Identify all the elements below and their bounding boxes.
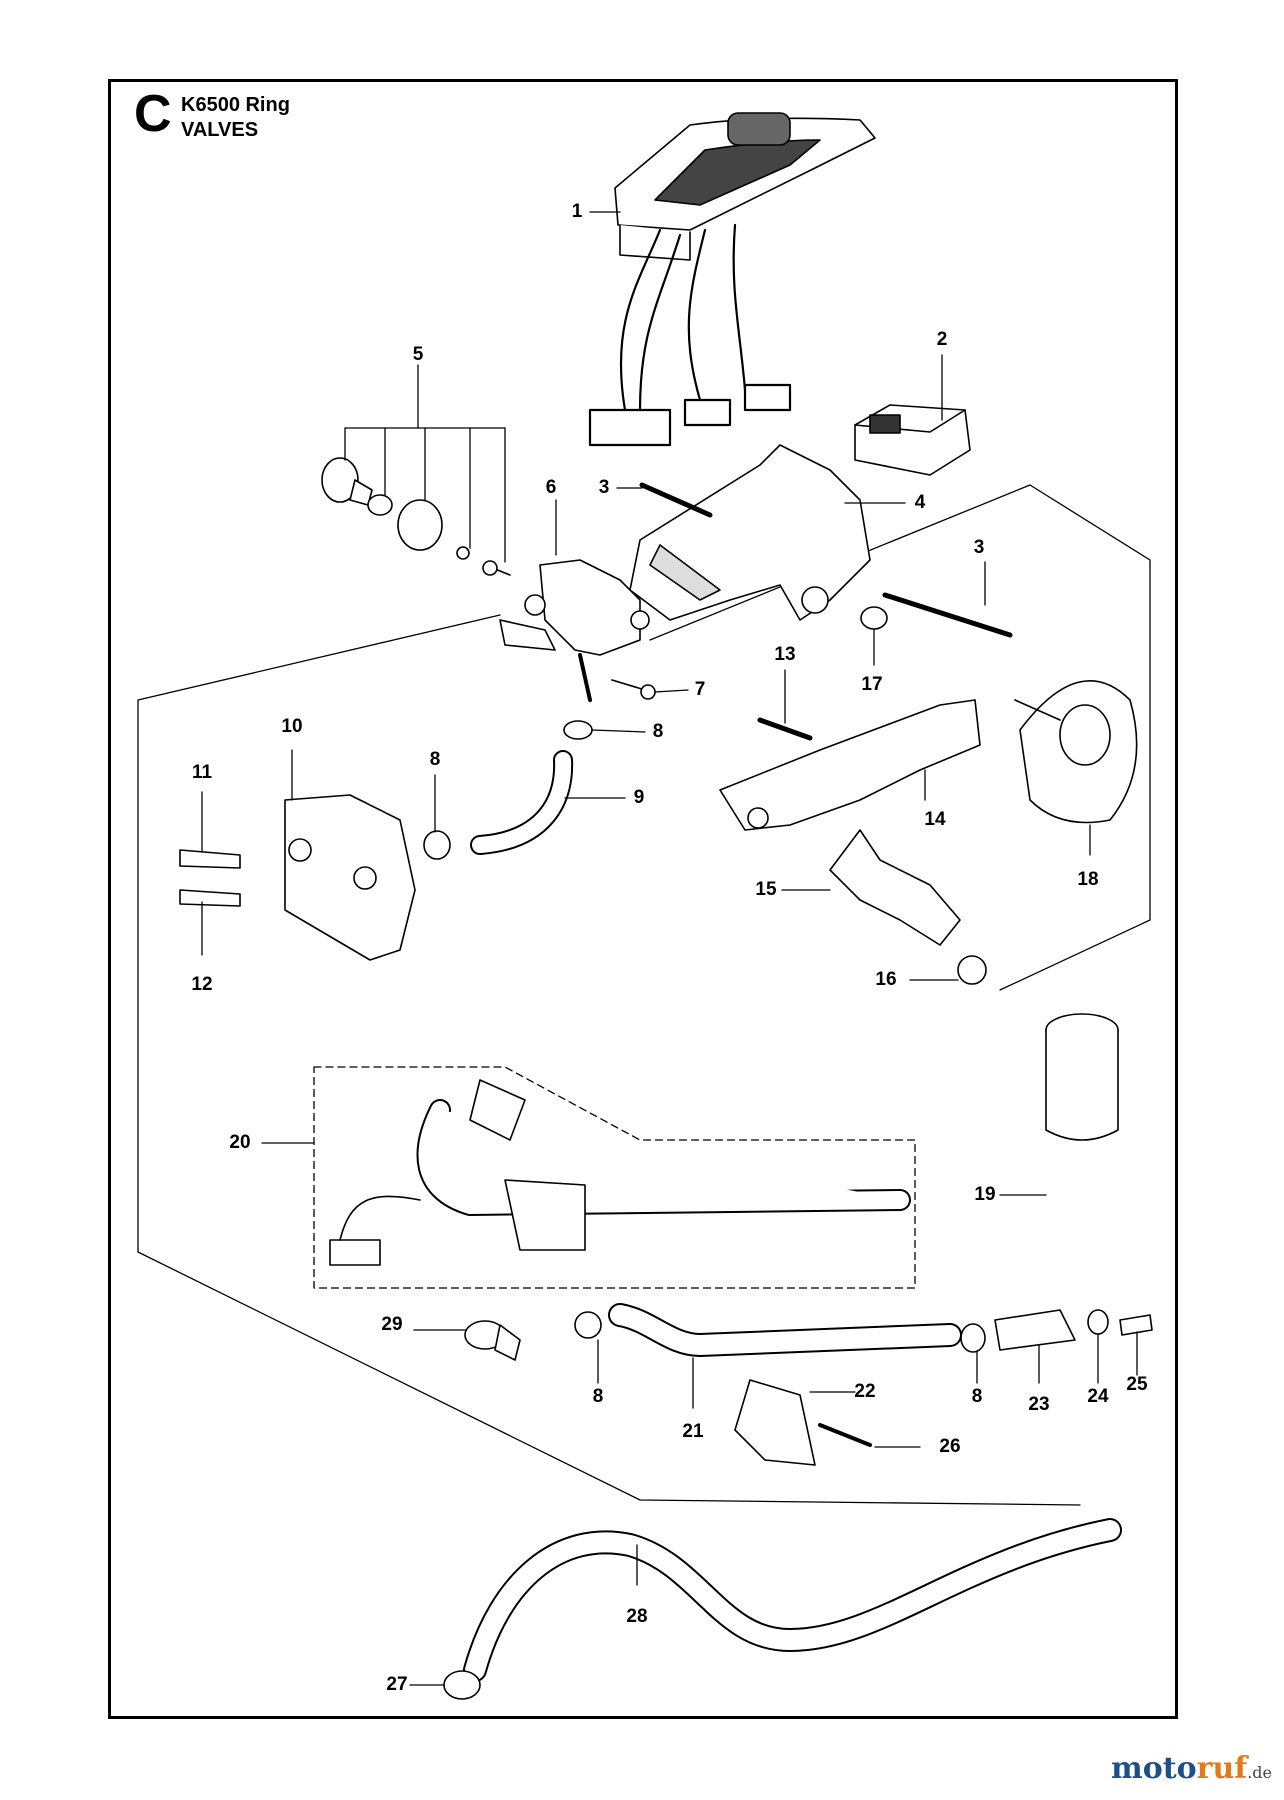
part-label-23: 23 — [1028, 1394, 1050, 1415]
part-label-3b: 3 — [973, 537, 985, 558]
section-letter: C — [134, 85, 172, 143]
valve-body-part — [499, 559, 650, 702]
watermark-logo: motoruf.de — [1111, 1751, 1272, 1786]
group-title: VALVES — [181, 119, 259, 141]
group-outline-lines — [137, 484, 1151, 1506]
spring-part-16 — [957, 955, 987, 985]
part-label-8b: 8 — [429, 749, 441, 770]
part-label-14: 14 — [924, 809, 946, 830]
valve-parts-5 — [321, 457, 511, 576]
part-label-1: 1 — [571, 201, 583, 222]
pin-part-3a — [639, 482, 713, 518]
part-label-27: 27 — [386, 1674, 408, 1695]
tube-assembly-part-20 — [329, 1079, 911, 1266]
part-label-24: 24 — [1087, 1386, 1109, 1407]
part-label-12: 12 — [191, 974, 213, 995]
watermark-main: moto — [1111, 1751, 1197, 1786]
trigger-part-15 — [829, 829, 961, 946]
screw-part-25 — [1119, 1314, 1153, 1336]
part-label-22: 22 — [854, 1381, 876, 1402]
part-label-6: 6 — [545, 477, 557, 498]
part-label-11: 11 — [191, 762, 213, 783]
part-label-8a: 8 — [652, 721, 664, 742]
part-label-21: 21 — [682, 1421, 704, 1442]
part-label-25: 25 — [1126, 1374, 1148, 1395]
clamp-part-29 — [464, 1320, 521, 1361]
part-label-29: 29 — [381, 1314, 403, 1335]
screw-part-7 — [611, 679, 656, 700]
part-label-17: 17 — [861, 674, 883, 695]
part-label-16: 16 — [875, 969, 897, 990]
part-label-7: 7 — [694, 679, 706, 700]
leader-lines — [344, 364, 506, 563]
part-label-26: 26 — [939, 1436, 961, 1457]
part-label-3a: 3 — [598, 477, 610, 498]
watermark-accent: ruf — [1196, 1751, 1248, 1786]
diagram-frame — [108, 79, 1178, 1719]
wire-harness — [588, 223, 792, 447]
handle-cover-part — [614, 112, 876, 261]
pin-part-3b — [882, 592, 1013, 638]
coupling-nut-part-19 — [1045, 1013, 1119, 1141]
part-label-18: 18 — [1077, 869, 1099, 890]
watermark-tld: .de — [1247, 1763, 1272, 1782]
part-label-5: 5 — [412, 344, 424, 365]
valve-wheel-part-18 — [1014, 679, 1138, 824]
part-label-28: 28 — [626, 1606, 648, 1627]
part-label-9: 9 — [633, 787, 645, 808]
nipple-parts-11-12 — [179, 849, 241, 907]
lever-part-14 — [719, 699, 981, 831]
part-label-2: 2 — [936, 329, 948, 350]
clamp-part-8 — [423, 720, 986, 1353]
part-label-10: 10 — [281, 716, 303, 737]
pin-part-13 — [757, 717, 813, 741]
part-label-19: 19 — [974, 1184, 996, 1205]
model-title: K6500 Ring — [181, 94, 290, 116]
clip-part-22 — [734, 1379, 816, 1466]
plate-part-10 — [284, 794, 416, 961]
part-label-13: 13 — [774, 644, 796, 665]
washer-part-24 — [1087, 1309, 1109, 1335]
screw-part-26 — [818, 1423, 872, 1447]
part-label-8c: 8 — [592, 1386, 604, 1407]
part-label-4: 4 — [914, 492, 926, 513]
clamp-part-27 — [443, 1670, 481, 1700]
part-label-20: 20 — [229, 1132, 251, 1153]
handle-bracket-part — [629, 444, 871, 621]
washer-part-17 — [860, 606, 888, 630]
part-label-8d: 8 — [971, 1386, 983, 1407]
callout-lines — [201, 211, 1138, 1686]
switch-part — [854, 404, 971, 476]
part-label-15: 15 — [755, 879, 777, 900]
fitting-part-23 — [994, 1309, 1076, 1351]
